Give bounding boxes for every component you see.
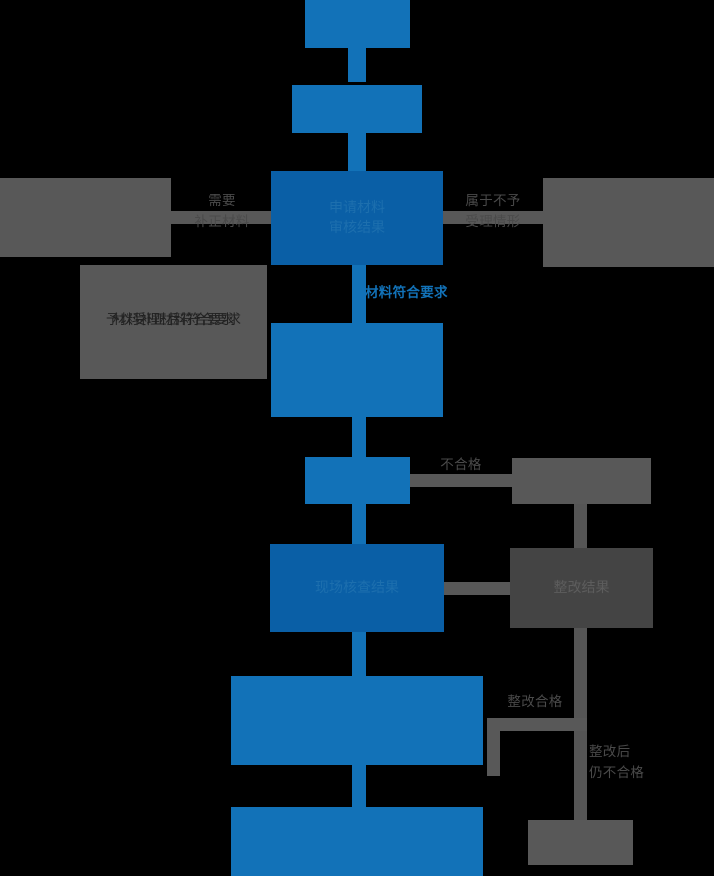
edge-label-unqualified: 不合格	[440, 457, 482, 473]
node-n12[interactable]	[231, 676, 483, 765]
connector-n7-n8	[352, 417, 366, 457]
node-n5[interactable]	[543, 178, 714, 267]
node-n14[interactable]	[528, 820, 633, 865]
connector-n12-right-stub	[487, 718, 500, 776]
node-n7[interactable]	[271, 323, 443, 417]
node-n9[interactable]	[512, 458, 651, 504]
node-n1[interactable]	[305, 0, 410, 48]
node-label: 现场核查结果	[315, 579, 399, 596]
node-n2[interactable]	[292, 85, 422, 133]
connector-n3-right	[443, 211, 543, 224]
edge-label-not-accepted: 属于不予 受理情形	[465, 193, 521, 230]
edge-label-still-unqualified-after-rectification: 整改后 仍不合格	[589, 744, 645, 781]
node-n8[interactable]	[305, 457, 410, 504]
connector-n10-n12	[352, 632, 366, 676]
node-n10-onsite-verification-result[interactable]: 现场核查结果	[270, 544, 444, 632]
edge-label-need-correction: 需要 补正材料	[194, 193, 250, 230]
connector-n2-n3	[348, 133, 366, 171]
connector-n12-n13	[352, 765, 366, 807]
connector-n1-n2	[348, 48, 366, 82]
node-n6-corrected-material[interactable]: 材料补正后符合要求 予以受理材料符合要求	[80, 265, 267, 379]
connector-n3-n7	[352, 265, 366, 323]
node-overlapped-text-b: 予以受理材料符合要求	[106, 312, 241, 328]
node-n13[interactable]	[231, 807, 483, 876]
node-label: 整改结果	[553, 579, 610, 596]
connector-n10-n11	[444, 582, 510, 595]
edge-label-rectification-qualified: 整改合格	[507, 694, 563, 710]
connector-n9-n11	[574, 504, 587, 548]
connector-n8-right	[410, 474, 512, 487]
node-n4[interactable]	[0, 178, 171, 257]
connector-n3-left	[171, 211, 271, 224]
node-overlapped-text-a: 材料补正后符合要求	[112, 312, 235, 328]
node-n11-rectification-result[interactable]: 整改结果	[510, 548, 653, 628]
connector-n11-to-n12	[487, 718, 587, 731]
node-n3-application-review-result[interactable]: 申请材料 审核结果	[271, 171, 443, 265]
edge-label-material-meets-requirements: 材料符合要求	[365, 285, 448, 301]
connector-n8-n10	[352, 504, 366, 544]
node-label: 申请材料 审核结果	[329, 199, 385, 236]
